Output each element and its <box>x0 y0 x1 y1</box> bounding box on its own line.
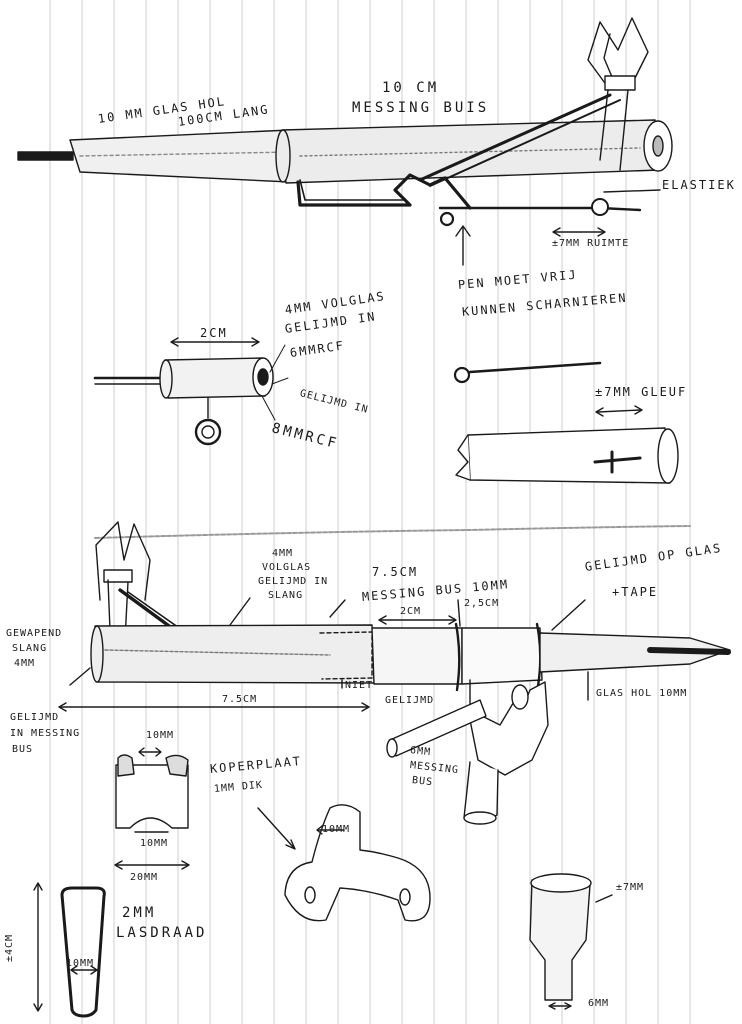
label-gelijmd-mid: GELIJMD <box>385 695 435 706</box>
label-volglas2-c: GELIJMD IN <box>258 576 329 587</box>
label-lasdraad-b: LASDRAAD <box>116 925 208 941</box>
label-niet: NIET <box>345 680 374 691</box>
label-gewapend-a: GEWAPEND <box>6 628 63 639</box>
brass-clip <box>114 747 190 870</box>
label-gewapend-c: 4MM <box>14 658 36 669</box>
label-2-5cm: 2,5CM <box>464 598 500 609</box>
label-20mm-clip: 20MM <box>130 872 159 883</box>
hinge-pin <box>453 361 602 384</box>
section-divider <box>94 525 691 539</box>
label-lasdraad-a: 2MM <box>122 905 157 921</box>
spring-wire-top <box>296 173 642 227</box>
label-messing6-a: 6MM <box>409 745 432 759</box>
label-4cm-loop: ±4CM <box>4 933 15 962</box>
label-ruimte: ±7MM RUIMTE <box>552 238 630 249</box>
label-messing-top-a: 10 CM <box>382 80 440 96</box>
glass-hollow-bottom <box>539 632 731 673</box>
label-messing-top-b: MESSING BUIS <box>352 100 490 116</box>
label-volglas2-b: VOLGLAS <box>262 562 312 573</box>
label-volglas2-d: SLANG <box>268 590 304 601</box>
sleeve-detail <box>93 337 289 446</box>
label-messing6-c: BUS <box>411 775 434 789</box>
dimension-lines-bottom <box>58 597 589 712</box>
hinge-arrow-top <box>455 189 661 266</box>
hose-body <box>90 624 376 684</box>
label-7mm-plug: ±7MM <box>616 882 645 893</box>
label-gewapend-b: SLANG <box>12 643 48 654</box>
label-bus-75: 7.5CM <box>372 565 419 579</box>
glass-rod-top <box>17 129 291 183</box>
label-2cm-mid: 2CM <box>400 606 422 617</box>
slotted-tube <box>455 405 679 484</box>
trigger-rod-top <box>418 93 621 187</box>
label-10mm-clip-top: 10MM <box>146 730 175 741</box>
label-gewapend-e: IN MESSING <box>10 728 81 739</box>
copper-plate <box>257 804 431 922</box>
label-10mm-loop: 10MM <box>66 958 95 969</box>
brass-bus-bottom <box>371 622 543 692</box>
label-7-5cm-bottom: 7.5CM <box>222 694 258 705</box>
label-2cm-top: 2CM <box>200 326 228 340</box>
label-volglas2-a: 4MM <box>272 548 294 559</box>
label-10mm-plate: 10MM <box>322 824 351 835</box>
plug-piece <box>529 873 613 1010</box>
label-glas-hol-10: GLAS HOL 10MM <box>596 688 688 699</box>
brass-tube-top <box>275 119 673 184</box>
label-10mm-clip-mid: 10MM <box>140 838 169 849</box>
label-tape: +TAPE <box>612 585 659 599</box>
label-gewapend-f: BUS <box>12 744 34 755</box>
weld-wire-loop <box>33 882 106 1018</box>
label-6mm-plug: 6MM <box>588 998 610 1009</box>
label-gleuf: ±7MM GLEUF <box>595 385 688 399</box>
label-elastiek: ELASTIEK <box>662 178 736 192</box>
pivot-bracket <box>386 679 549 825</box>
hook-top <box>587 17 649 171</box>
label-gewapend-d: GELIJMD <box>10 712 60 723</box>
